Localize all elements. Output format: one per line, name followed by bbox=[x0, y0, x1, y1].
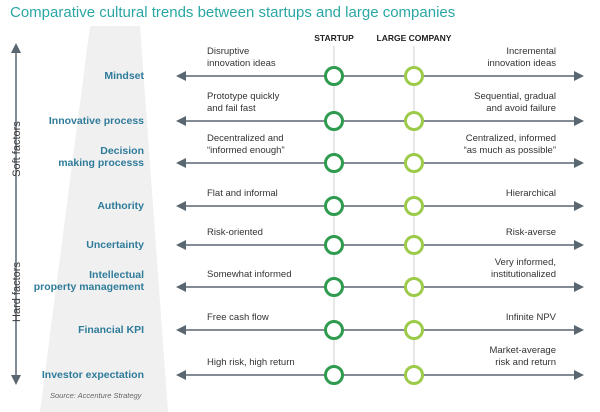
background-pyramid bbox=[40, 26, 168, 412]
large-company-circle bbox=[404, 277, 424, 297]
row-left-arrowhead bbox=[176, 71, 186, 81]
row-right-arrowhead bbox=[574, 201, 584, 211]
row-label: Uncertainty bbox=[86, 239, 144, 251]
axis-down-arrow bbox=[11, 375, 21, 385]
row-right-arrowhead bbox=[574, 370, 584, 380]
startup-descriptor: Somewhat informed bbox=[207, 268, 292, 280]
startup-circle bbox=[324, 365, 344, 385]
row-right-arrowhead bbox=[574, 240, 584, 250]
startup-circle bbox=[324, 153, 344, 173]
large-company-descriptor: Incremental innovation ideas bbox=[487, 46, 556, 69]
startup-descriptor: Decentralized and “informed enough” bbox=[207, 133, 285, 156]
large-company-descriptor: Centralized, informed “as much as possib… bbox=[463, 133, 556, 156]
row-label: Investor expectation bbox=[41, 369, 144, 381]
comparison-rows bbox=[176, 71, 584, 380]
row-right-arrowhead bbox=[574, 325, 584, 335]
large-company-descriptor: Market-average risk and return bbox=[489, 345, 556, 368]
startup-circle bbox=[324, 277, 344, 297]
startup-descriptor: Risk-oriented bbox=[207, 226, 263, 238]
axis-up-arrow bbox=[11, 43, 21, 53]
startup-descriptor: Flat and informal bbox=[207, 187, 278, 199]
large-company-descriptor: Infinite NPV bbox=[505, 311, 556, 323]
row-left-arrowhead bbox=[176, 240, 186, 250]
startup-circle bbox=[324, 196, 344, 216]
row-left-arrowhead bbox=[176, 158, 186, 168]
page-title: Comparative cultural trends between star… bbox=[10, 4, 456, 21]
large-company-circle bbox=[404, 196, 424, 216]
large-company-circle bbox=[404, 111, 424, 131]
row-left-arrowhead bbox=[176, 282, 186, 292]
large-company-circle bbox=[404, 320, 424, 340]
row-left-arrowhead bbox=[176, 325, 186, 335]
large-company-circle bbox=[404, 235, 424, 255]
large-company-descriptor: Risk-averse bbox=[505, 226, 556, 238]
row-left-arrowhead bbox=[176, 116, 186, 126]
vertical-axis bbox=[11, 43, 21, 385]
startup-circle bbox=[324, 320, 344, 340]
row-label: Authority bbox=[97, 200, 144, 212]
row-right-arrowhead bbox=[574, 158, 584, 168]
startup-descriptor: Prototype quickly and fail fast bbox=[207, 91, 280, 114]
large-company-column-header: LARGE COMPANY bbox=[376, 33, 452, 43]
startup-column-header: STARTUP bbox=[314, 33, 354, 43]
row-left-arrowhead bbox=[176, 201, 186, 211]
startup-circle bbox=[324, 235, 344, 255]
row-right-arrowhead bbox=[574, 282, 584, 292]
row-label: Financial KPI bbox=[78, 324, 144, 336]
startup-descriptor: High risk, high return bbox=[207, 356, 295, 368]
startup-circle bbox=[324, 111, 344, 131]
large-company-circle bbox=[404, 153, 424, 173]
row-right-arrowhead bbox=[574, 71, 584, 81]
large-company-circle bbox=[404, 66, 424, 86]
row-label: Mindset bbox=[104, 70, 144, 82]
startup-descriptor: Disruptive innovation ideas bbox=[207, 46, 276, 69]
startup-descriptor: Free cash flow bbox=[207, 311, 269, 323]
large-company-descriptor: Very informed, institutionalized bbox=[491, 257, 556, 280]
startup-circle bbox=[324, 66, 344, 86]
circles bbox=[324, 66, 424, 385]
source-note: Source: Accenture Strategy bbox=[50, 391, 142, 400]
row-label: Decision making processs bbox=[58, 145, 144, 169]
large-company-descriptor: Hierarchical bbox=[505, 187, 556, 199]
row-label: Intellectual property management bbox=[33, 269, 144, 293]
large-company-circle bbox=[404, 365, 424, 385]
large-company-descriptor: Sequential, gradual and avoid failure bbox=[474, 91, 556, 114]
row-right-arrowhead bbox=[574, 116, 584, 126]
row-label: Innovative process bbox=[48, 115, 144, 127]
row-left-arrowhead bbox=[176, 370, 186, 380]
